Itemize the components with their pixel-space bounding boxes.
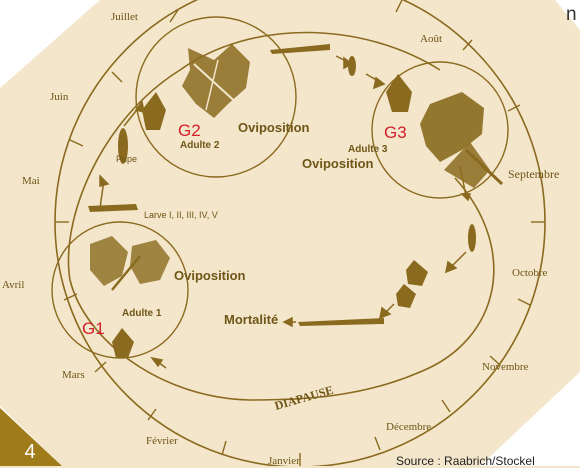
month-label-fevrier: Février [146,435,178,447]
source-credit: Source : Raabrich/Stockel [396,454,535,468]
generation-tag-g1: G1 [82,319,105,338]
leaf-illustration-g3 [420,92,504,188]
inner-cycle-path [67,31,495,401]
larva-label: Larve I, II, III, IV, V [144,210,218,220]
pupa-label: Pupe [116,154,137,164]
insect-adult-1 [112,328,134,358]
oviposition-label-g1: Oviposition [174,268,246,283]
corner-letter: n [566,4,577,25]
month-label-mai: Mai [22,175,40,187]
leaf-illustration-g2 [182,44,250,118]
generation-3-circle [371,61,509,199]
adult-label-g1: Adulte 1 [122,308,162,319]
corner-cut-top-right [555,0,580,30]
mortality-label: Mortalité [224,312,278,327]
oviposition-label-g2: Oviposition [238,120,310,135]
month-label-avril: Avril [2,279,24,291]
insect-adult-3 [386,74,412,112]
month-label-juin: Juin [50,91,69,103]
month-label-septembre: Septembre [508,167,559,181]
adult-label-g2: Adulte 2 [180,140,220,151]
month-label-aout: Août [420,33,442,45]
insect-adult-2 [142,92,166,130]
month-label-octobre: Octobre [512,267,548,279]
adult-label-g3: Adulte 3 [348,144,388,155]
insect-summer-larvae [270,44,356,76]
generation-2-circle [135,16,297,178]
corner-cut-bottom-right [480,372,580,466]
insect-mortality [298,318,384,326]
month-label-decembre: Décembre [386,421,431,433]
insect-autumn-adults [396,224,476,308]
month-ticks [55,0,545,466]
generation-tag-g3: G3 [384,123,407,142]
month-label-mars: Mars [62,369,85,381]
cycle-arrows [99,55,472,369]
corner-cut-top-left [0,0,100,88]
oviposition-label-g3: Oviposition [302,156,374,171]
leaf-illustration-g1 [90,236,170,291]
page-number: 4 [24,441,36,463]
insect-pupa [118,128,128,164]
generation-tag-g2: G2 [178,121,201,140]
month-label-novembre: Novembre [482,361,529,373]
month-label-juillet: Juillet [111,11,138,23]
page-badge [0,408,62,466]
month-label-janvier: Janvier [268,455,300,466]
